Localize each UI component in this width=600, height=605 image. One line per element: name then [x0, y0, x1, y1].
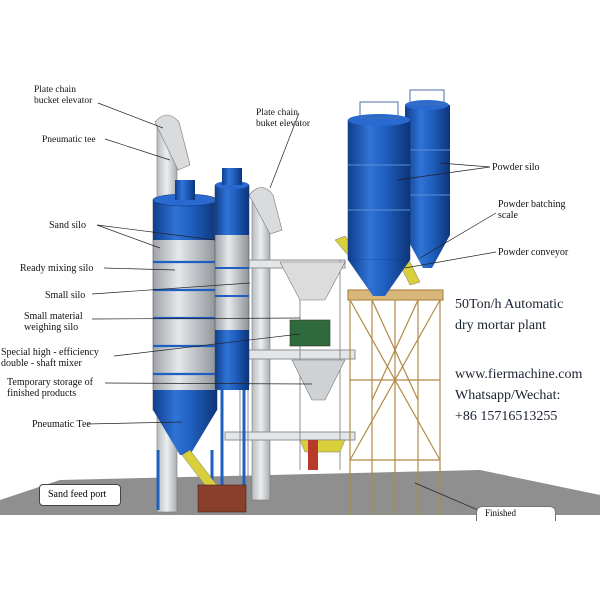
label-powder-batching-scale: Powder batching scale [498, 199, 566, 221]
headline-line-2: dry mortar plant [455, 318, 546, 333]
label-special-mixer: Special high - efficiency double - shaft… [1, 347, 99, 369]
sand-feed-box [197, 484, 247, 513]
leader-lines [86, 102, 497, 511]
contact-whatsapp-label: Whatsapp/Wechat: [455, 388, 561, 403]
contact-phone: +86 15716513255 [455, 409, 558, 424]
label-plate-chain-mid: Plate chain buket elevator [256, 108, 311, 129]
sand-silo [152, 180, 218, 510]
label-powder-silo: Powder silo [492, 162, 540, 173]
storage-hopper [291, 359, 346, 401]
contact-website: www.fiermachine.com [455, 367, 583, 382]
label-temporary-storage: Temporary storage of finished products [7, 377, 93, 399]
label-ready-mixing-silo: Ready mixing silo [20, 263, 94, 274]
elevator-mid-head [248, 187, 283, 235]
label-small-silo: Small silo [45, 290, 86, 301]
conveyor-red [308, 440, 318, 470]
powder-scale-hopper [279, 261, 346, 301]
label-powder-conveyor: Powder conveyor [498, 247, 569, 258]
powder-tower [347, 289, 444, 515]
mixer [289, 319, 331, 347]
label-finished: Finished [485, 508, 517, 518]
powder-silo-front [347, 101, 411, 296]
label-sand-silo: Sand silo [49, 220, 86, 231]
label-small-material-weighing: Small material weighing silo [24, 311, 83, 333]
label-plate-chain-left: Plate chain bucket elevator [34, 85, 93, 106]
powder-silo-back [405, 89, 450, 268]
finished-tag: Finished [476, 506, 556, 521]
label-pneumatic-tee-bottom: Pneumatic Tee [32, 419, 91, 430]
headline-line-1: 50Ton/h Automatic [455, 297, 564, 312]
sand-feed-port-tag: Sand feed port [39, 484, 121, 506]
elevator-mid [251, 194, 271, 501]
ground-strip [0, 470, 600, 515]
elevator-left-head [154, 114, 191, 171]
label-sand-feed-port: Sand feed port [48, 489, 107, 500]
label-pneumatic-tee-top: Pneumatic tee [42, 135, 96, 145]
